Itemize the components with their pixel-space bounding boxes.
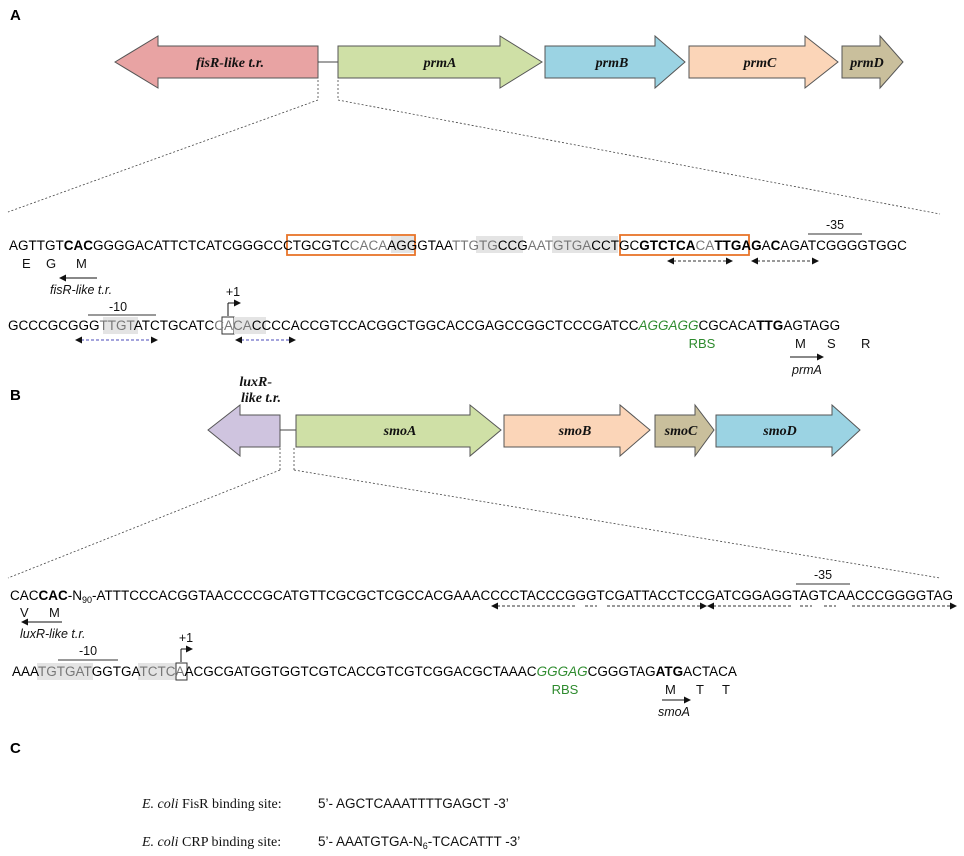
crp-binding-site-label: E. coli CRP binding site: — [141, 835, 281, 850]
panel-b-operon: smoA smoB smoC smoD — [207, 403, 861, 458]
sequence-row1-a: AGTTGTCACGGGGACATTCTCATCGGGCCCTGCGTCCACA… — [9, 238, 907, 253]
gene-arrow-smoc — [654, 403, 715, 458]
fisr-binding-site-label: E. coli FisR binding site: — [141, 797, 282, 812]
aa-m-prma: M — [795, 336, 806, 351]
gene-label-prmb: prmB — [595, 56, 629, 71]
gene-arrow-smoa — [295, 403, 502, 458]
aa-v: V — [20, 605, 29, 620]
gene-arrow-prmb — [544, 34, 686, 90]
rbs-label-b: RBS — [552, 682, 579, 697]
gene-label-smod: smoD — [762, 424, 796, 439]
gene-arrow-smod — [715, 403, 861, 458]
luxr-label-line1: luxR- — [239, 375, 272, 390]
panel-b: B luxR- like t.r. smoA smoB smoC smoD — [7, 375, 957, 719]
aa-m: M — [76, 256, 87, 271]
aa-g: G — [46, 256, 56, 271]
zoom-lines-b — [7, 448, 941, 579]
gene-label-smob: smoB — [558, 424, 592, 439]
minus35-label-b: -35 — [814, 568, 832, 582]
fisr-like-label: fisR-like t.r. — [50, 283, 112, 297]
sequence-row2-b: AAATGTGATGGTGATCTCAACGCGATGGTGGTCGTCACCG… — [12, 664, 737, 679]
plus1-label-a: +1 — [226, 285, 240, 299]
panel-c: C E. coli FisR binding site: 5’- AGCTCAA… — [10, 740, 520, 851]
panel-b-row2-marks — [37, 645, 691, 704]
panel-a: A fisR-like t.r. prmA prmB prmC prmD — [7, 7, 941, 377]
minus35-label-a: -35 — [826, 218, 844, 232]
sequence-row1-b: CACCAC-N90-ATTTCCCACGGTAACCCCGCATGTTCGCG… — [10, 588, 953, 605]
panel-a-row1-marks — [59, 233, 862, 282]
sequence-row2-a: GCCCGCGGGTTGTATCTGCATCCACACCCCACCGTCCACG… — [8, 318, 840, 333]
gene-arrow-smob — [503, 403, 651, 458]
zoom-lines-a — [7, 80, 941, 215]
aa-t2-smoa: T — [722, 682, 730, 697]
gene-label-fisr-like: fisR-like t.r. — [196, 56, 264, 71]
gene-arrow-prmc — [688, 34, 839, 90]
gene-label-prmc: prmC — [743, 56, 777, 71]
smoa-label: smoA — [658, 705, 690, 719]
aa-t1-smoa: T — [696, 682, 704, 697]
prma-label: prmA — [791, 363, 822, 377]
aa-s-prma: S — [827, 336, 836, 351]
aa-r-prma: R — [861, 336, 870, 351]
luxr-like-label: luxR-like t.r. — [20, 627, 86, 641]
gene-label-smoc: smoC — [664, 424, 698, 439]
plus1-label-b: +1 — [179, 631, 193, 645]
fisr-site-box-2 — [619, 234, 750, 256]
fisr-binding-site-sequence: 5’- AGCTCAAATTTTGAGCT -3’ — [318, 796, 509, 811]
gene-label-prma: prmA — [423, 56, 457, 71]
panel-b-row1-marks — [21, 583, 957, 626]
panel-a-operon: fisR-like t.r. prmA prmB prmC prmD — [114, 34, 904, 90]
fisr-site-box-1 — [286, 234, 416, 256]
minus10-label-a: -10 — [109, 300, 127, 314]
crp-binding-site-sequence: 5’- AAATGTGA-N6-TCACATTT -3’ — [318, 834, 520, 851]
luxr-label-line2: like t.r. — [241, 391, 281, 406]
gene-label-smoa: smoA — [383, 424, 417, 439]
minus10-label-b: -10 — [79, 644, 97, 658]
aa-m-smoa: M — [665, 682, 676, 697]
panel-b-label: B — [10, 387, 21, 404]
aa-m-lux: M — [49, 605, 60, 620]
gene-arrow-luxr-like — [207, 403, 281, 458]
rbs-label-a: RBS — [689, 336, 716, 351]
gene-arrow-prmd — [841, 34, 904, 90]
gene-arrow-prma — [337, 35, 543, 89]
aa-e: E — [22, 256, 31, 271]
panel-a-row2-marks — [75, 299, 824, 361]
panel-c-label: C — [10, 740, 21, 757]
panel-a-label: A — [10, 7, 21, 24]
gene-label-prmd: prmD — [849, 56, 883, 71]
